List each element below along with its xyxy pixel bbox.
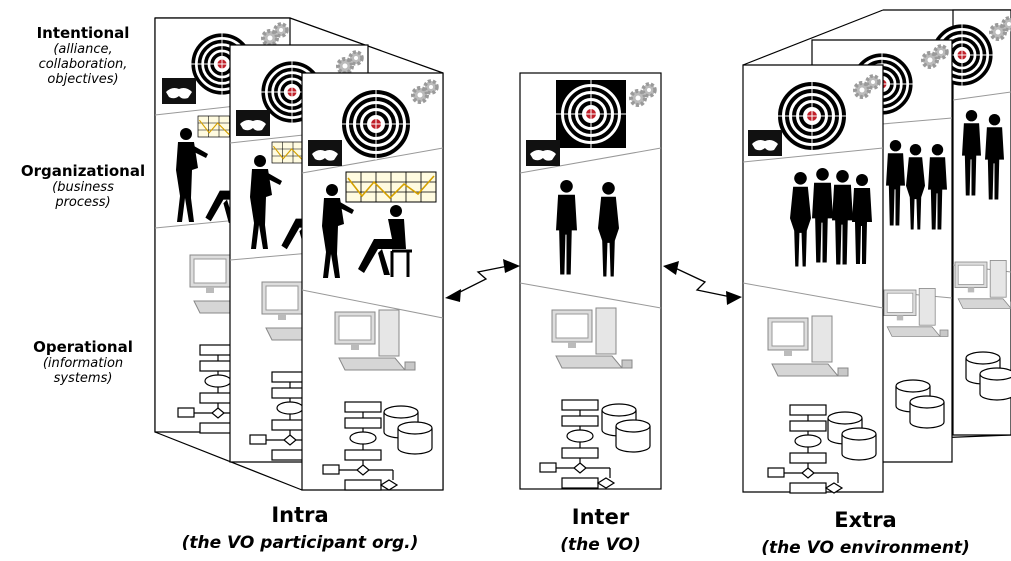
level-subtitle-line: (business	[52, 180, 114, 195]
column-intra: Intra (the VO participant org.)	[150, 503, 450, 553]
level-subtitle-line: process)	[55, 195, 111, 210]
level-subtitle: (alliance, collaboration, objectives)	[8, 42, 158, 87]
level-subtitle-line: collaboration,	[38, 57, 128, 72]
column-subtitle: (the VO participant org.)	[181, 533, 419, 553]
column-subtitle: (the VO)	[560, 535, 641, 555]
level-intentional: Intentional (alliance, collaboration, ob…	[8, 24, 158, 87]
column-inter: Inter (the VO)	[520, 505, 681, 555]
arrow-inter-extra	[663, 261, 742, 305]
level-subtitle-line: (alliance,	[53, 42, 113, 57]
level-title: Organizational	[20, 162, 146, 180]
column-title: Inter	[571, 505, 630, 529]
arrow-intra-inter	[445, 259, 520, 302]
intra-panel-front	[301, 72, 444, 491]
level-subtitle: (business process)	[8, 180, 158, 210]
column-title: Extra	[834, 508, 897, 532]
level-title: Intentional	[36, 24, 130, 42]
level-organizational: Organizational (business process)	[8, 162, 158, 210]
level-subtitle-line: systems)	[53, 371, 113, 386]
column-extra: Extra (the VO environment)	[733, 508, 998, 558]
extra-panel-back	[927, 9, 1011, 436]
column-subtitle: (the VO environment)	[761, 538, 970, 558]
level-title: Operational	[33, 338, 133, 356]
level-operational: Operational (information systems)	[8, 338, 158, 386]
level-subtitle-line: objectives)	[47, 72, 119, 87]
level-subtitle: (information systems)	[8, 356, 158, 386]
extra-panel-front	[742, 64, 884, 494]
level-subtitle-line: (information	[42, 356, 124, 371]
inter-panel	[519, 72, 662, 490]
column-title: Intra	[271, 503, 329, 527]
